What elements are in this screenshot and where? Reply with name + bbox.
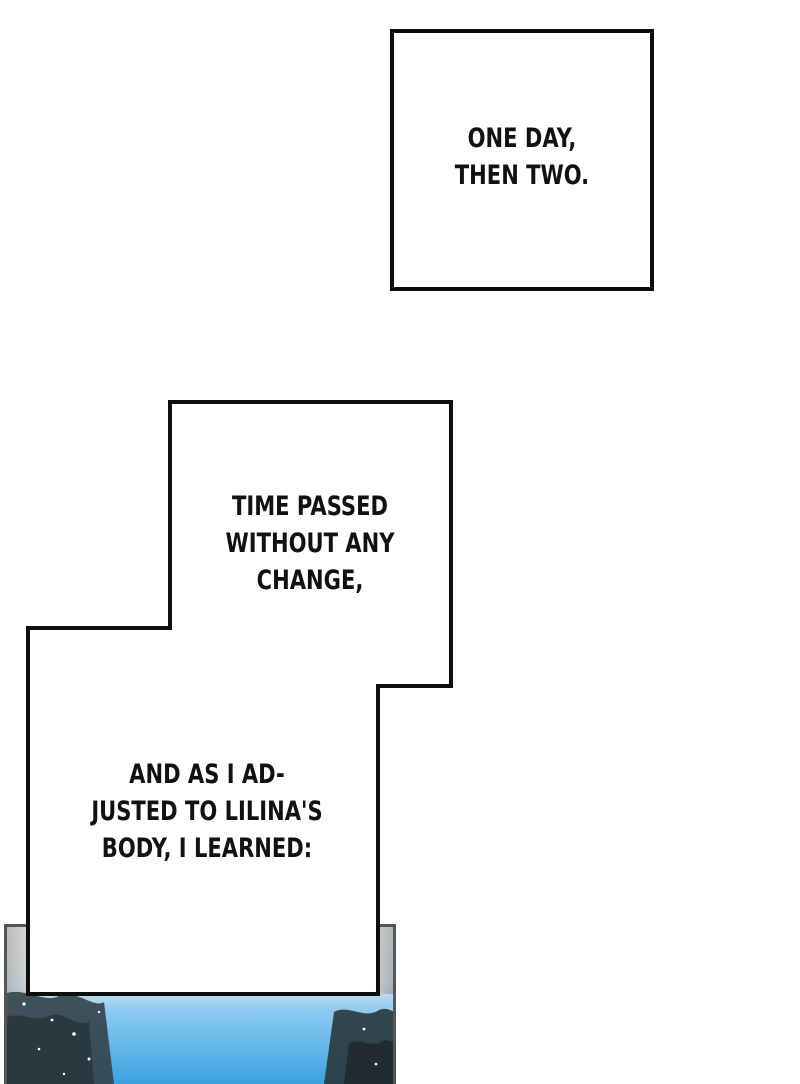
caption-line: JUSTED TO LILINA'S xyxy=(91,796,323,827)
caption-text-adjusted: AND AS I AD- JUSTED TO LILINA'S BODY, I … xyxy=(86,756,328,867)
caption-box-one-day xyxy=(390,29,654,291)
caption-line: CHANGE, xyxy=(256,565,364,596)
caption-line: TIME PASSED xyxy=(232,491,388,522)
caption-text-one-day: ONE DAY, THEN TWO. xyxy=(444,120,600,194)
caption-line: THEN TWO. xyxy=(454,160,590,191)
caption-text-time-passed: TIME PASSED WITHOUT ANY CHANGE, xyxy=(224,488,396,599)
panel-border xyxy=(4,924,396,1084)
caption-line: ONE DAY, xyxy=(467,123,577,154)
sky-foliage-panel xyxy=(4,924,396,1084)
caption-line: BODY, I LEARNED: xyxy=(101,833,313,864)
caption-line: WITHOUT ANY xyxy=(225,528,395,559)
caption-line: AND AS I AD- xyxy=(129,759,285,790)
